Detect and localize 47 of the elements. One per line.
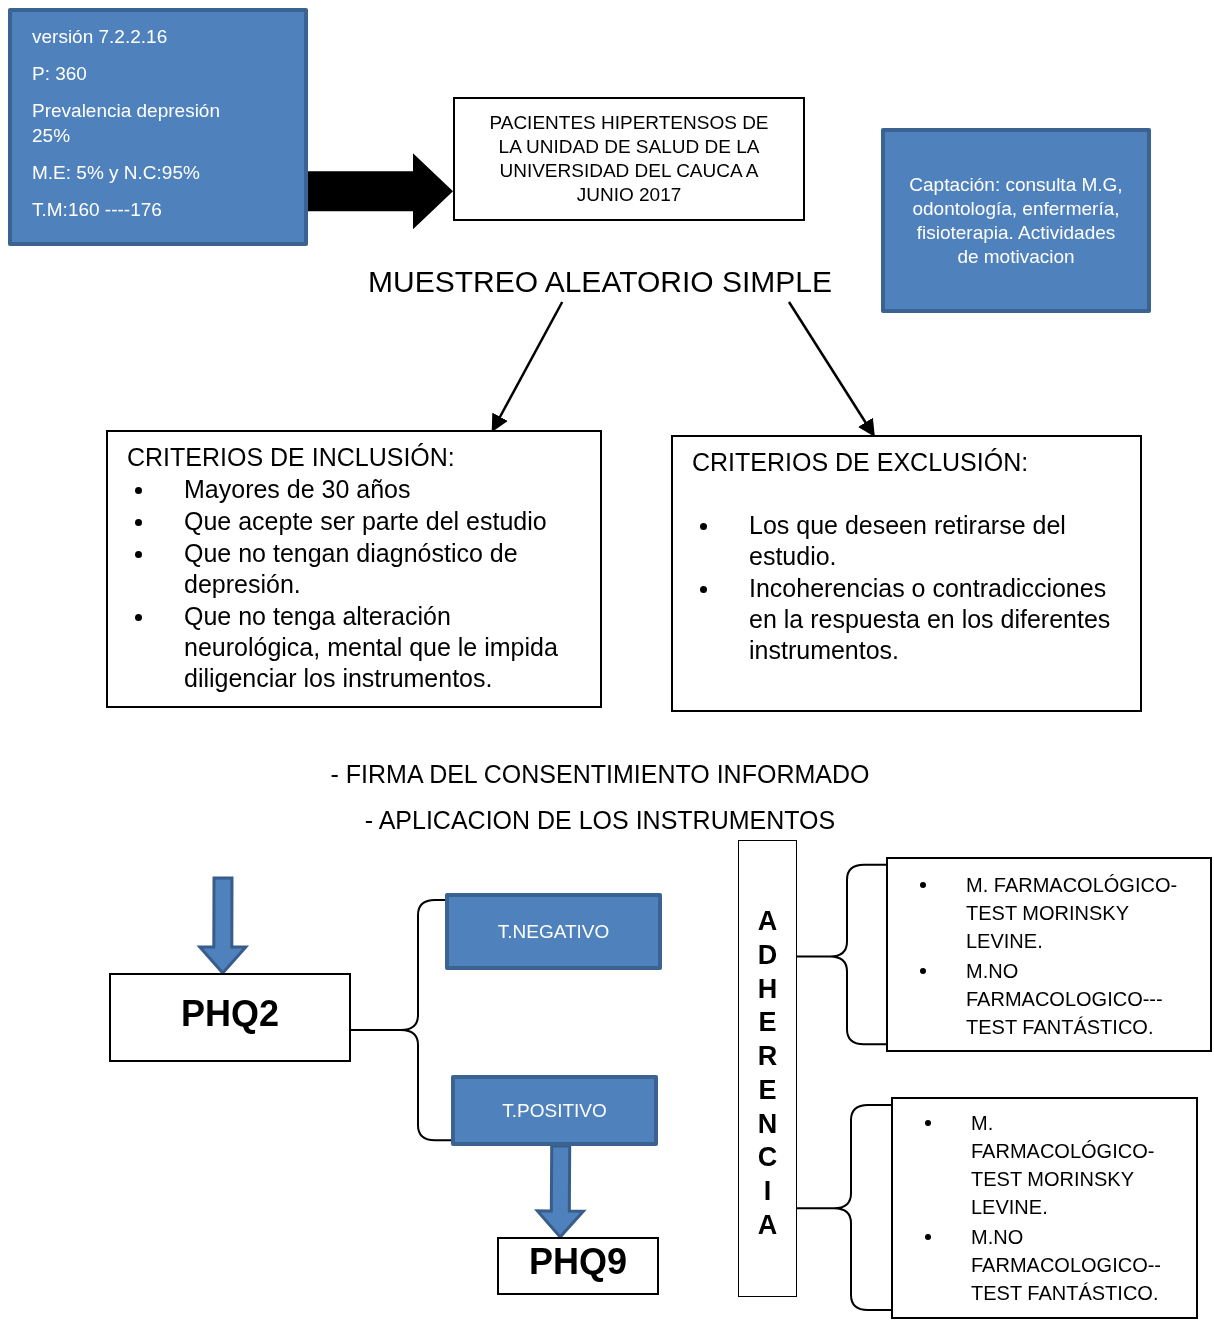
- bullet-item: Que acepte ser parte del estudio: [184, 506, 547, 537]
- result-box: [451, 1075, 658, 1146]
- bullet-item: Mayores de 30 años: [184, 474, 411, 505]
- box-text: PACIENTES HIPERTENSOS DE LA UNIDAD DE SALUD DE LA UNIVERSIDAD DEL CAUCA A JUNIO 2017: [488, 111, 770, 207]
- block-arrow: [308, 153, 453, 230]
- note-text: - FIRMA DEL CONSENTIMIENTO INFORMADO: [329, 759, 871, 790]
- bullet-item: Incoherencias o contradicciones en la respuesta en los diferentes instrumentos.: [749, 573, 1112, 666]
- info-text: P: 360: [32, 62, 88, 86]
- info-text: Prevalencia depresión 25%: [32, 99, 221, 148]
- bullet-item: M.NO FARMACOLOGICO-- TEST FANTÁSTICO.: [971, 1225, 1162, 1306]
- criteria-heading: CRITERIOS DE INCLUSIÓN:: [127, 442, 456, 473]
- info-text: M.E: 5% y N.C:95%: [32, 161, 201, 185]
- inclusion-criteria-box: [106, 430, 602, 708]
- brace-connector: [796, 1104, 892, 1312]
- brace-connector: [350, 1028, 452, 1142]
- info-text: T.M:160 ----176: [32, 198, 163, 222]
- arrow: [787, 301, 875, 438]
- bullet-item: Que no tenga alteración neurológica, mental que le impida diligenciar los instrumentos.: [184, 601, 559, 694]
- adherence-list-box: [886, 857, 1212, 1052]
- test-box: [497, 1237, 659, 1295]
- block-arrow: [534, 1144, 587, 1240]
- box-text: T.POSITIVO: [502, 1098, 607, 1123]
- info-box: [8, 8, 308, 246]
- vertical-heading-box: [738, 840, 797, 1297]
- box-text: PHQ9: [528, 1240, 627, 1284]
- recruitment-box: [881, 128, 1151, 313]
- box-text: T.NEGATIVO: [497, 919, 610, 944]
- arrow: [491, 301, 564, 433]
- adherence-list-box: [891, 1097, 1198, 1319]
- brace-connector: [796, 863, 887, 1046]
- heading-text: MUESTREO ALEATORIO SIMPLE: [368, 265, 832, 298]
- bullet-item: M.NO FARMACOLOGICO--- TEST FANTÁSTICO.: [966, 959, 1164, 1040]
- bullet-item: Los que deseen retirarse del estudio.: [749, 510, 1067, 572]
- bullet-item: M. FARMACOLÓGICO- TEST MORINSKY LEVINE.: [966, 873, 1179, 954]
- bullet-item: M. FARMACOLÓGICO- TEST MORINSKY LEVINE.: [971, 1111, 1156, 1220]
- bullet-item: Que no tengan diagnóstico de depresión.: [184, 538, 519, 600]
- exclusion-criteria-box: [671, 435, 1142, 712]
- population-box: [453, 97, 805, 221]
- info-text: versión 7.2.2.16: [32, 25, 169, 49]
- block-arrow: [196, 876, 250, 976]
- note-text: - APLICACION DE LOS INSTRUMENTOS: [363, 805, 837, 836]
- test-box: [109, 973, 351, 1062]
- result-box: [445, 893, 662, 970]
- box-text: PHQ2: [180, 991, 279, 1036]
- box-text: Captación: consulta M.G, odontología, enfermería, fisioterapia. Actividades de motivacion: [909, 172, 1123, 269]
- vertical-text: ADHERENCIA: [756, 905, 778, 1242]
- criteria-heading: CRITERIOS DE EXCLUSIÓN:: [692, 447, 1030, 478]
